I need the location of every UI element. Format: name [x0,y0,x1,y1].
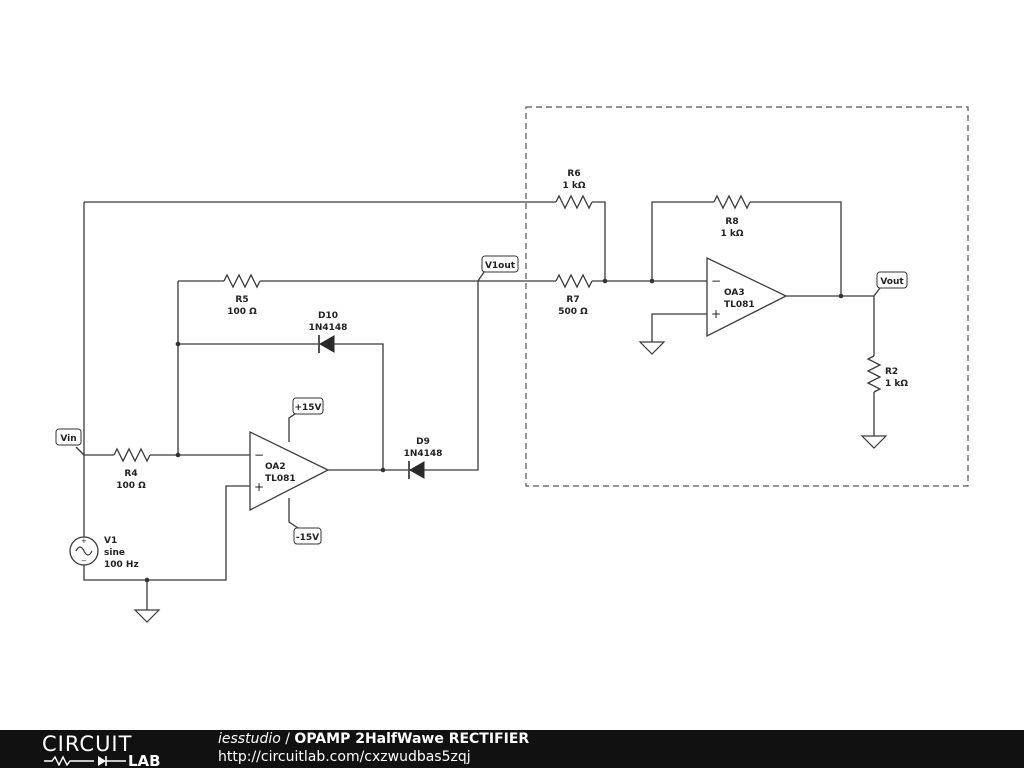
r5-value: 100 Ω [227,307,257,317]
resistor-r5[interactable]: R5 100 Ω [223,273,261,317]
oa2-ref: OA2 [265,462,286,472]
r5-ref: R5 [235,295,248,305]
r4-value: 100 Ω [116,481,146,491]
vout-label: Vout [880,277,904,287]
v1-freq: 100 Hz [104,560,139,570]
logo-top-text: CIRCUIT [42,732,132,756]
node-label-neg15[interactable]: -15V [293,527,322,545]
resistor-r2[interactable]: R2 1 kΩ [866,355,908,393]
circuit-title: iesstudio / OPAMP 2HalfWawe RECTIFIER [218,731,529,747]
summing-stage-box [525,106,969,487]
author-link[interactable]: iesstudio [218,731,281,747]
oa2-plus-pin: + [254,480,264,494]
r8-ref: R8 [725,217,738,227]
v1-type: sine [104,548,125,558]
d9-value: 1N4148 [404,449,443,459]
r6-ref: R6 [567,169,580,179]
wires [75,201,881,610]
diode-logo-icon [44,755,126,766]
opamp-oa2[interactable]: − + OA2 TL081 [249,430,330,512]
resistor-r4[interactable]: R4 100 Ω [113,447,151,491]
oa3-plus-pin: + [711,307,721,321]
node-label-v1out[interactable]: V1out [481,255,519,273]
d9-ref: D9 [416,437,430,447]
footer-bar: CIRCUIT LAB iesstudio / OPAMP 2HalfWawe … [0,730,1024,768]
v1out-label: V1out [485,261,516,271]
r4-ref: R4 [124,469,137,479]
r2-value: 1 kΩ [885,379,908,389]
r8-value: 1 kΩ [720,229,743,239]
node-label-vout[interactable]: Vout [876,271,908,289]
v1-ref: V1 [104,536,117,546]
diode-d9[interactable]: D9 1N4148 [404,437,443,479]
junctions [144,278,844,583]
d10-ref: D10 [318,311,338,321]
node-label-pos15[interactable]: +15V [292,397,324,415]
ground-icon [133,609,161,623]
oa3-minus-pin: − [711,274,721,288]
oa2-value: TL081 [265,474,296,484]
node-label-vin[interactable]: Vin [55,428,82,446]
logo-bottom-text: LAB [128,752,161,766]
d10-value: 1N4148 [309,323,348,333]
title-separator: / [280,731,295,747]
svg-text:+: + [81,537,87,545]
resistor-r7[interactable]: R7 500 Ω [555,273,593,317]
circuit-url[interactable]: http://circuitlab.com/cxzwudbas5zqj [218,749,471,765]
r2-ref: R2 [885,367,898,377]
sine-wave-icon [75,546,93,556]
circuitlab-logo[interactable]: CIRCUIT LAB [42,732,182,766]
resistor-r8[interactable]: R8 1 kΩ [713,194,751,239]
r6-value: 1 kΩ [562,181,585,191]
oa3-ref: OA3 [724,288,745,298]
diode-d10[interactable]: D10 1N4148 [309,311,348,353]
resistor-r6[interactable]: R6 1 kΩ [555,169,593,210]
oa3-value: TL081 [724,300,755,310]
oa2-minus-pin: − [254,448,264,462]
neg15-label: -15V [296,533,319,543]
r7-ref: R7 [566,295,579,305]
svg-text:−: − [81,557,87,565]
ground-icon [638,341,666,355]
vin-label: Vin [60,434,76,444]
ground-icon [860,435,888,449]
schematic-canvas: R6 1 kΩ R8 1 kΩ R5 100 Ω R7 500 Ω R4 100… [55,106,969,623]
r7-value: 500 Ω [558,307,588,317]
circuit-name-link[interactable]: OPAMP 2HalfWawe RECTIFIER [294,731,530,747]
opamp-oa3[interactable]: − + OA3 TL081 [706,256,788,338]
voltage-source-v1[interactable]: + − V1 sine 100 Hz [69,536,139,570]
pos15-label: +15V [294,403,321,413]
